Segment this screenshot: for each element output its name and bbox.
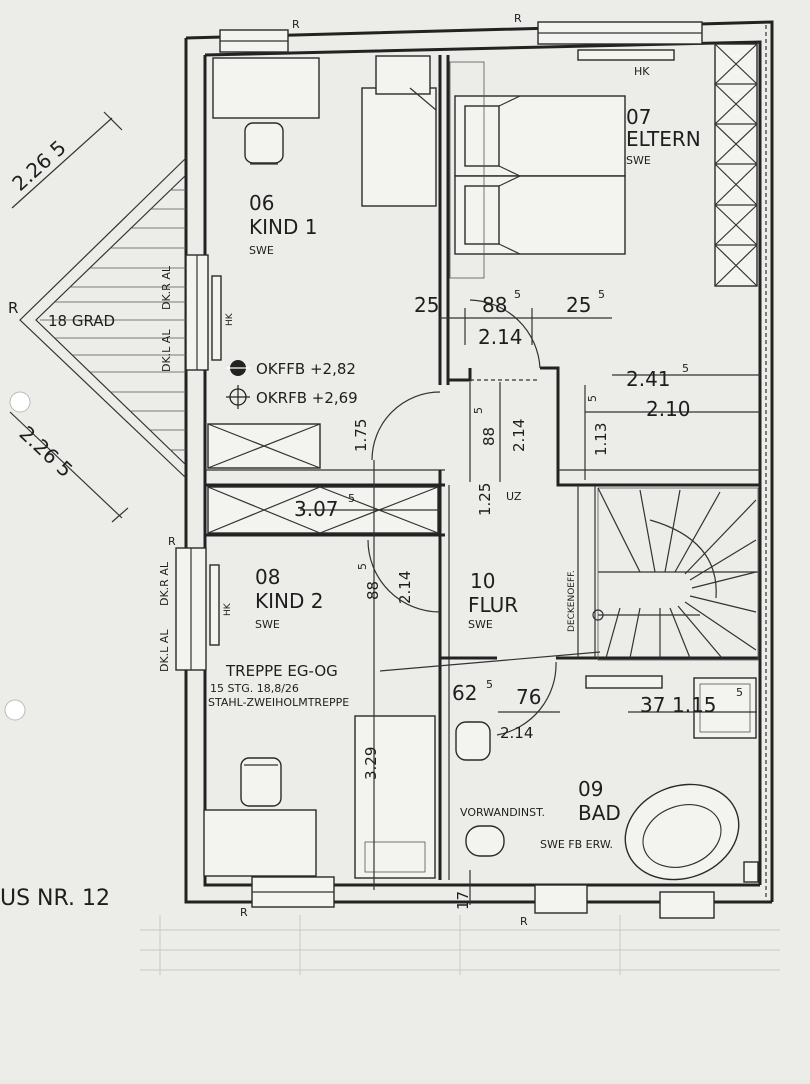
hk-label-eltern: HK <box>634 65 650 78</box>
stairs-uz: UZ <box>506 490 522 503</box>
svg-text:SWE: SWE <box>626 154 651 167</box>
dim-37: 37 <box>640 693 665 717</box>
svg-text:09: 09 <box>578 777 603 801</box>
room-flur: 10 FLUR SWE <box>468 569 518 631</box>
desk-kind1 <box>212 57 320 119</box>
svg-text:ELTERN: ELTERN <box>626 127 701 151</box>
room-kind1: 06 KIND 1 SWE <box>249 191 317 257</box>
ceiling-opening-label: DECKENOEFF. <box>567 570 577 632</box>
stairs-spec: 15 STG. 18,8/26 <box>210 682 299 695</box>
dim-2-10: 2.10 <box>646 397 691 421</box>
dim-76: 76 <box>516 685 541 709</box>
room-eltern: 07 ELTERN SWE <box>626 105 701 167</box>
svg-text:5: 5 <box>348 492 355 505</box>
svg-text:10: 10 <box>470 569 495 593</box>
svg-text:07: 07 <box>626 105 651 129</box>
dim-1-15: 1.15 <box>672 693 717 717</box>
desk-kind2 <box>203 809 317 877</box>
svg-text:SWE FB ERW.: SWE FB ERW. <box>540 838 613 851</box>
wardrobe-eltern <box>714 43 758 287</box>
room-kind2: 08 KIND 2 SWE <box>255 565 323 631</box>
dim-88-5-kind2: 88 <box>364 581 382 600</box>
roof-angle-label: 18 GRAD <box>48 312 115 330</box>
toilet <box>465 825 505 857</box>
svg-text:5: 5 <box>682 362 689 375</box>
r-label-left: R <box>168 535 176 548</box>
r-label-top-left: R <box>292 18 300 31</box>
washbasin <box>455 721 491 761</box>
chair-kind2 <box>240 757 282 807</box>
r-label-bottom-2: R <box>520 915 528 928</box>
svg-text:FLUR: FLUR <box>468 593 518 617</box>
r-label-top-right: R <box>514 12 522 25</box>
dk-left-label: DK.L AL <box>160 329 173 372</box>
vorwand-label: VORWANDINST. <box>460 806 545 819</box>
svg-text:KIND 2: KIND 2 <box>255 589 323 613</box>
dim-2-14-kind2: 2.14 <box>396 571 414 604</box>
dim-88-5-vertical: 88 <box>480 427 498 446</box>
interior-walls <box>205 55 760 880</box>
svg-text:OKFFB +2,82: OKFFB +2,82 <box>256 360 356 378</box>
staircase <box>592 487 759 661</box>
svg-text:08: 08 <box>255 565 280 589</box>
dim-17: 17 <box>454 891 472 910</box>
dk-right-label: DK.R AL <box>160 265 173 310</box>
svg-text:5: 5 <box>356 563 369 570</box>
bed-kind1 <box>361 87 437 207</box>
dim-1-25: 1.25 <box>476 483 494 516</box>
svg-text:SWE: SWE <box>249 244 274 257</box>
svg-text:KIND 1: KIND 1 <box>249 215 317 239</box>
dk-left-label-2: DK.L AL <box>158 629 171 672</box>
punch-hole-icon <box>9 391 31 413</box>
level-marker-okffb: OKFFB +2,82 <box>226 360 356 378</box>
dimension-lines <box>300 308 760 905</box>
punch-hole-icon <box>4 699 26 721</box>
svg-text:5: 5 <box>586 395 599 402</box>
chair-kind1 <box>244 122 284 164</box>
stairs-title: TREPPE EG-OG <box>225 662 338 680</box>
hk-label-kind2: HK <box>223 602 233 616</box>
dim-2-41: 2.41 <box>626 367 671 391</box>
roof-r-label: R <box>8 299 18 317</box>
dim-2-14-bad: 2.14 <box>500 724 533 742</box>
hk-label-kind1: HK <box>225 312 235 326</box>
svg-text:5: 5 <box>514 288 521 301</box>
dim-1-13: 1.13 <box>592 423 610 456</box>
svg-text:SWE: SWE <box>255 618 280 631</box>
stairs-type: STAHL-ZWEIHOLMTREPPE <box>208 696 349 709</box>
level-marker-okrfb: OKRFB +2,69 <box>226 385 358 409</box>
dim-3-07: 3.07 <box>294 497 339 521</box>
dim-2-14-vertical: 2.14 <box>510 419 528 452</box>
dk-right-label-2: DK.R AL <box>158 561 171 606</box>
dim-25-5: 25 <box>566 293 591 317</box>
underlay-lines <box>140 915 780 975</box>
svg-text:BAD: BAD <box>578 801 621 825</box>
dim-3-29: 3.29 <box>362 747 380 780</box>
svg-text:5: 5 <box>736 686 743 699</box>
svg-text:OKRFB +2,69: OKRFB +2,69 <box>256 389 358 407</box>
door-swings <box>367 299 557 736</box>
house-number: US NR. 12 <box>0 886 110 911</box>
dim-25: 25 <box>414 293 439 317</box>
dim-88: 88 <box>482 293 507 317</box>
svg-text:5: 5 <box>472 407 485 414</box>
svg-text:SWE: SWE <box>468 618 493 631</box>
bed-kind2 <box>354 715 436 879</box>
dim-2-14-top: 2.14 <box>478 325 523 349</box>
svg-text:5: 5 <box>486 678 493 691</box>
outer-walls <box>175 20 774 919</box>
svg-text:06: 06 <box>249 191 274 215</box>
svg-text:5: 5 <box>598 288 605 301</box>
r-label-bottom: R <box>240 906 248 919</box>
dim-1-75: 1.75 <box>352 419 370 452</box>
room-bad: 09 BAD SWE FB ERW. <box>540 777 621 851</box>
bathtub <box>624 783 740 881</box>
dim-62-5: 62 <box>452 681 477 705</box>
shower-tray <box>693 677 757 739</box>
